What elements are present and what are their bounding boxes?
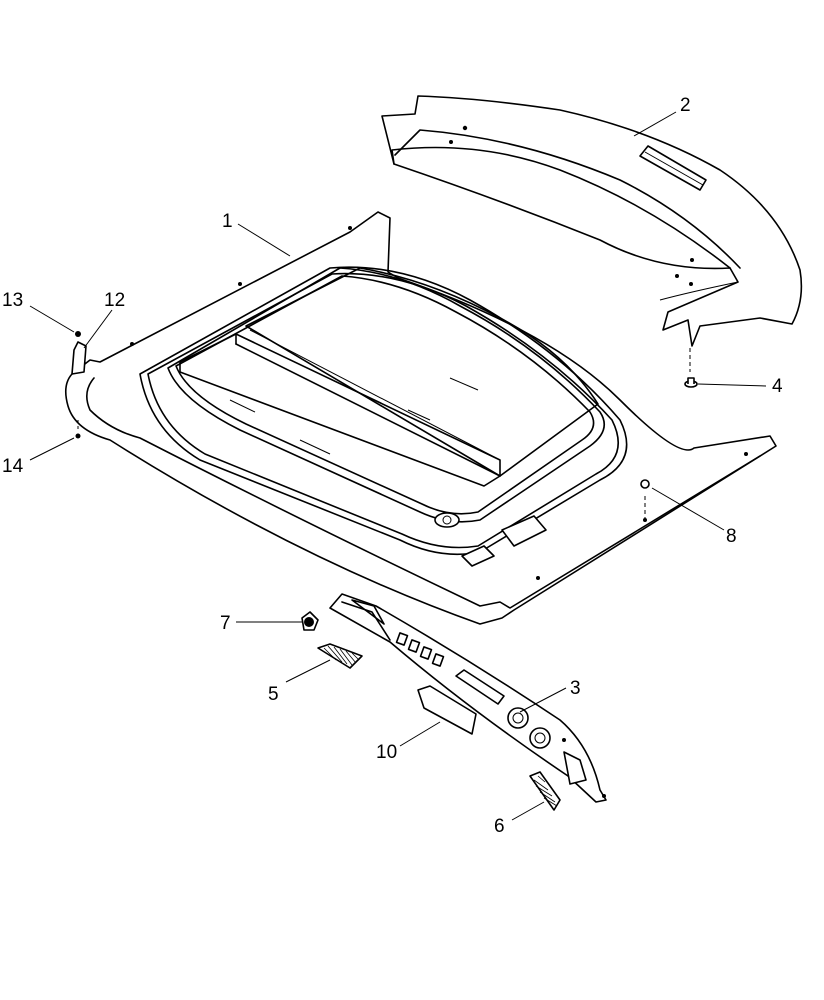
callout-8: 8 (726, 526, 737, 547)
pad-6 (529, 771, 561, 811)
callout-4: 4 (772, 376, 783, 397)
rear-trim-panel (381, 95, 803, 372)
callout-1: 1 (222, 211, 233, 232)
callout-12: 12 (104, 290, 125, 311)
headliner (64, 211, 777, 625)
pad-5 (317, 643, 363, 669)
plate-10 (417, 685, 477, 735)
clip-and-screws (71, 331, 87, 439)
console-buttons (395, 632, 445, 667)
callout-6: 6 (494, 816, 505, 837)
fastener (684, 377, 698, 388)
callout-10: 10 (376, 742, 397, 763)
callout-labels: 1 2 3 4 5 6 7 8 10 12 13 14 (2, 95, 783, 837)
callout-7: 7 (220, 613, 231, 634)
callout-13: 13 (2, 290, 23, 311)
callout-3: 3 (570, 678, 581, 699)
leader-lines (29, 111, 767, 821)
overhead-console (329, 593, 607, 803)
callout-5: 5 (268, 684, 279, 705)
callout-2: 2 (680, 95, 691, 116)
callout-14: 14 (2, 456, 24, 477)
knob (301, 611, 319, 631)
